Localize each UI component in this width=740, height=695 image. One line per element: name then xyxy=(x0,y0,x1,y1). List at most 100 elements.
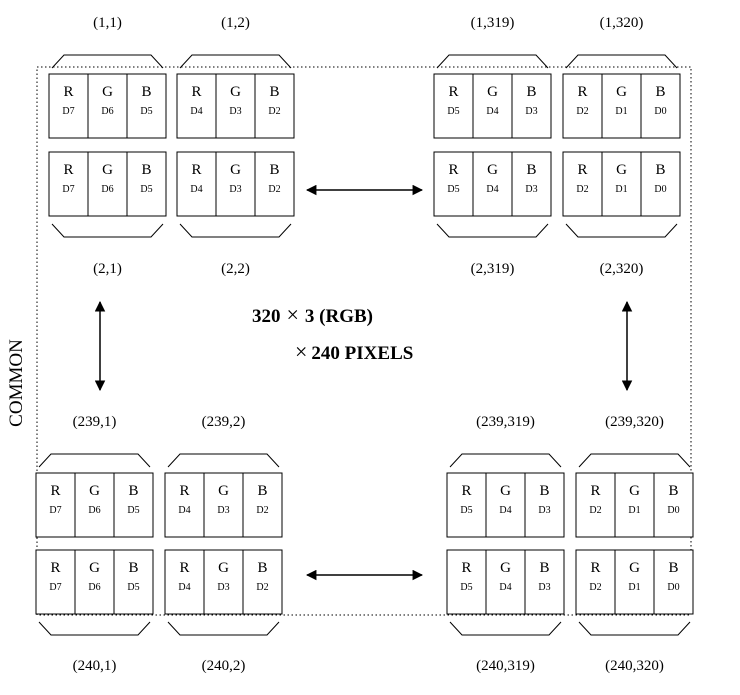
data-bit-label: D3 xyxy=(217,505,229,516)
data-bit-label: D3 xyxy=(229,184,241,195)
times-sign-1: × xyxy=(287,302,299,327)
data-bit-label: D5 xyxy=(127,505,139,516)
data-bit-label: D4 xyxy=(499,505,511,516)
data-bit-label: D1 xyxy=(628,505,640,516)
coord-label-top: (239,1) xyxy=(73,414,117,430)
pixel-cell xyxy=(575,549,694,615)
channel-label-r: R xyxy=(50,483,60,499)
data-bit-label: D2 xyxy=(256,582,268,593)
channel-label-b: B xyxy=(539,483,549,499)
channel-label-r: R xyxy=(179,560,189,576)
pixel-cell xyxy=(35,472,154,538)
brace-bottom xyxy=(449,621,562,636)
channel-label-g: G xyxy=(102,84,113,100)
pixel-cell xyxy=(562,151,681,217)
coord-label-bottom: (240,1) xyxy=(73,658,117,674)
brace-bottom xyxy=(167,621,280,636)
pixel-cell xyxy=(562,73,681,139)
channel-label-g: G xyxy=(102,162,113,178)
channel-label-b: B xyxy=(655,162,665,178)
data-bit-label: D4 xyxy=(190,184,202,195)
pixel-cell xyxy=(446,472,565,538)
channel-label-g: G xyxy=(89,560,100,576)
pixel-cell xyxy=(164,472,283,538)
channel-label-r: R xyxy=(577,84,587,100)
channel-label-b: B xyxy=(257,483,267,499)
pixel-cell xyxy=(176,151,295,217)
data-bit-label: D4 xyxy=(486,184,498,195)
data-bit-label: D4 xyxy=(190,106,202,117)
channel-label-g: G xyxy=(487,84,498,100)
brace-top xyxy=(167,453,280,468)
data-bit-label: D7 xyxy=(62,106,74,117)
display-frame xyxy=(36,66,692,616)
data-bit-label: D5 xyxy=(140,106,152,117)
data-bit-label: D0 xyxy=(654,106,666,117)
coord-label-bottom: (240,320) xyxy=(605,658,664,674)
coord-label-top: (1,320) xyxy=(600,15,644,31)
pixel-cell xyxy=(164,549,283,615)
channel-label-b: B xyxy=(668,483,678,499)
channel-label-r: R xyxy=(590,483,600,499)
data-bit-label: D4 xyxy=(178,582,190,593)
data-bit-label: D3 xyxy=(538,582,550,593)
channel-label-r: R xyxy=(191,162,201,178)
data-bit-label: D6 xyxy=(101,106,113,117)
channel-label-g: G xyxy=(629,483,640,499)
data-bit-label: D0 xyxy=(654,184,666,195)
rows-count: 240 PIXELS xyxy=(311,343,413,364)
data-bit-label: D5 xyxy=(127,582,139,593)
data-bit-label: D7 xyxy=(62,184,74,195)
data-bit-label: D0 xyxy=(667,505,679,516)
data-bit-label: D1 xyxy=(615,106,627,117)
brace-top xyxy=(38,453,151,468)
data-bit-label: D2 xyxy=(268,106,280,117)
channel-label-g: G xyxy=(487,162,498,178)
brace-top xyxy=(436,54,549,69)
center-text-line1: 320×3 (RGB) xyxy=(252,302,373,327)
coord-label-top: (239,320) xyxy=(605,414,664,430)
data-bit-label: D7 xyxy=(49,582,61,593)
brace-top xyxy=(51,54,164,69)
coord-label-top: (1,1) xyxy=(93,15,122,31)
data-bit-label: D3 xyxy=(217,582,229,593)
channel-label-b: B xyxy=(257,560,267,576)
pixel-cell xyxy=(35,549,154,615)
data-bit-label: D7 xyxy=(49,505,61,516)
channel-label-g: G xyxy=(500,483,511,499)
brace-bottom xyxy=(179,223,292,238)
pixel-cell xyxy=(433,151,552,217)
brace-bottom xyxy=(38,621,151,636)
channel-label-b: B xyxy=(655,84,665,100)
data-bit-label: D5 xyxy=(460,505,472,516)
channel-label-b: B xyxy=(269,84,279,100)
data-bit-label: D2 xyxy=(589,505,601,516)
data-bit-label: D3 xyxy=(525,106,537,117)
pixel-cell xyxy=(446,549,565,615)
coord-label-top: (239,2) xyxy=(202,414,246,430)
data-bit-label: D2 xyxy=(576,184,588,195)
channel-label-r: R xyxy=(461,483,471,499)
data-bit-label: D4 xyxy=(499,582,511,593)
data-bit-label: D5 xyxy=(447,184,459,195)
channel-label-r: R xyxy=(577,162,587,178)
data-bit-label: D5 xyxy=(140,184,152,195)
data-bit-label: D0 xyxy=(667,582,679,593)
pixel-groups: (1,1)RD7GD6BD5RD7GD6BD5(2,1)(1,2)RD4GD3B… xyxy=(35,15,694,674)
channel-label-r: R xyxy=(50,560,60,576)
brace-top xyxy=(565,54,678,69)
